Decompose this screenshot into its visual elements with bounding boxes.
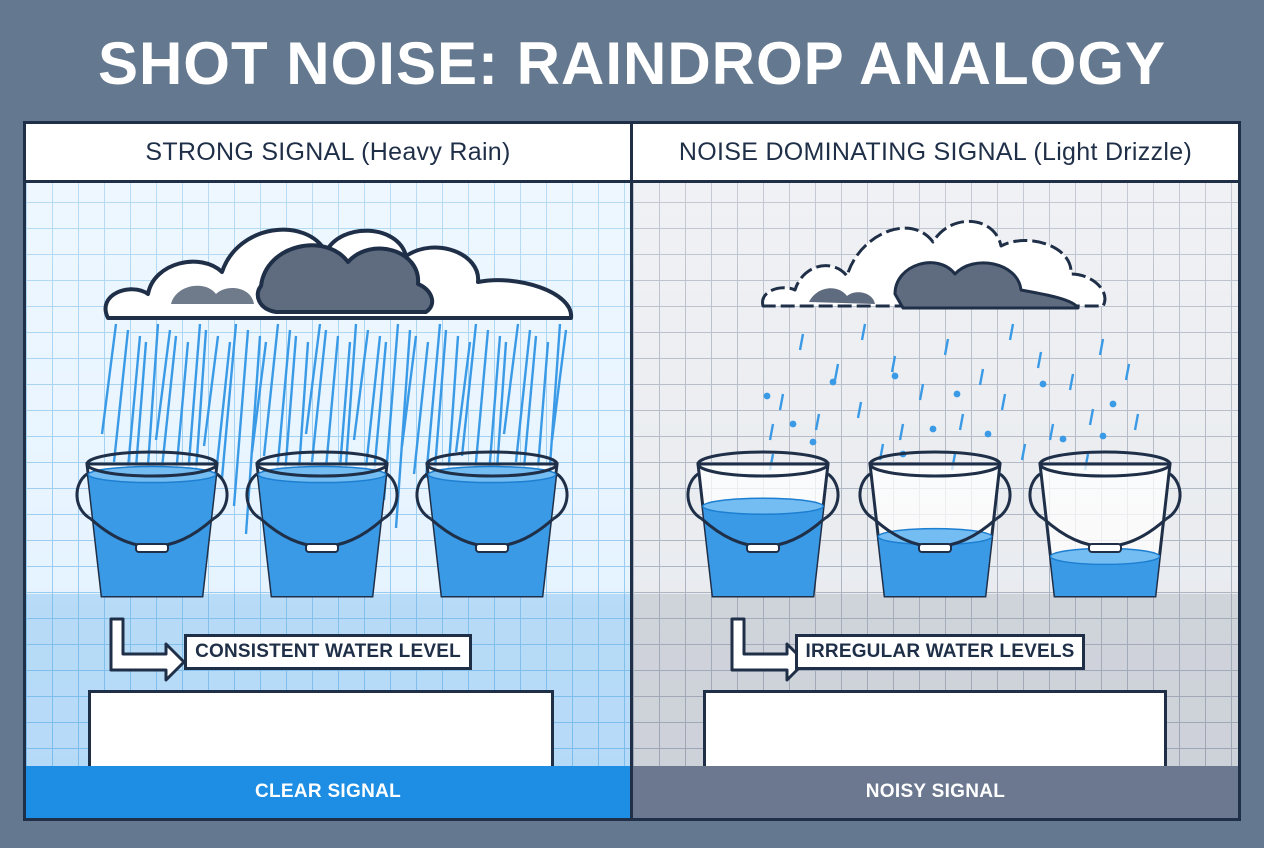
noisy-signal-label: NOISY SIGNAL — [633, 766, 1238, 818]
rain-streak — [214, 341, 232, 475]
drizzle-dash — [958, 413, 965, 431]
clear-signal-label: CLEAR SIGNAL — [26, 766, 630, 818]
rain-streak — [220, 323, 238, 479]
drizzle-dot — [984, 430, 992, 438]
drizzle-dash — [890, 355, 897, 373]
clear-signal-box — [88, 690, 554, 776]
panel-divider — [630, 124, 633, 818]
rain-streak — [262, 323, 280, 457]
cloud-icon — [761, 219, 1107, 310]
drizzle-dot — [1059, 435, 1067, 443]
corner-arrow-icon — [109, 617, 186, 682]
strong-signal-header: STRONG SIGNAL (Heavy Rain) — [26, 124, 630, 183]
bucket-icon — [245, 450, 399, 598]
bucket-icon — [1028, 450, 1182, 598]
rain-streak — [472, 329, 490, 485]
noise-panel: NOISE DOMINATING SIGNAL (Light Drizzle) … — [633, 124, 1238, 818]
drizzle-dash — [1133, 413, 1140, 431]
rain-streak — [454, 341, 472, 453]
drizzle-dot — [763, 392, 771, 400]
drizzle-dash — [943, 338, 950, 356]
drizzle-dot — [1099, 432, 1107, 440]
drizzle-dash — [1048, 423, 1055, 441]
rain-streak — [310, 329, 328, 463]
rain-streak — [250, 341, 268, 453]
heavy-rain-illustration — [75, 227, 574, 766]
drizzle-dash — [856, 401, 863, 419]
rain-streak — [202, 335, 220, 447]
cloud-icon — [103, 227, 574, 320]
drizzle-dash — [768, 423, 775, 441]
drizzle-dash — [1088, 408, 1095, 426]
drizzle-dot — [789, 420, 797, 428]
rain-streak — [304, 323, 322, 435]
rain-streak — [412, 341, 430, 475]
bucket-icon — [686, 450, 840, 598]
rain-streak — [274, 329, 292, 485]
consistent-level-caption: CONSISTENT WATER LEVEL — [184, 634, 472, 670]
rain-streak — [502, 323, 520, 435]
drizzle-dash — [860, 323, 867, 341]
bucket-icon — [858, 450, 1012, 598]
strong-signal-panel: STRONG SIGNAL (Heavy Rain) CONSISTENT WA… — [26, 124, 630, 818]
bucket-icon — [415, 450, 569, 598]
rain-streak — [460, 323, 478, 457]
drizzle-dot — [829, 378, 837, 386]
drizzle-dot — [891, 372, 899, 380]
rain-streak — [514, 329, 532, 463]
drizzle-dash — [778, 393, 785, 411]
rain-streak — [232, 329, 250, 507]
drizzle-dot — [929, 425, 937, 433]
noise-header: NOISE DOMINATING SIGNAL (Light Drizzle) — [633, 124, 1238, 183]
left-buckets — [75, 450, 569, 598]
right-buckets — [686, 450, 1182, 598]
rain-streak — [364, 335, 382, 469]
irregular-level-caption: IRREGULAR WATER LEVELS — [795, 634, 1085, 670]
drizzle-dash — [833, 363, 840, 381]
rain-streak — [112, 329, 130, 463]
drizzle-dash — [1036, 351, 1043, 369]
rain-streak — [400, 335, 418, 447]
rain-streak — [424, 323, 442, 479]
rain-streak — [154, 329, 172, 441]
light-drizzle-illustration — [686, 219, 1182, 760]
drizzle-dash — [918, 383, 925, 401]
drizzle-dash — [814, 413, 821, 431]
rain-streak — [160, 335, 178, 469]
drizzle-dot — [1039, 380, 1047, 388]
drizzle-dash — [1068, 373, 1075, 391]
rain-streak — [100, 323, 118, 435]
drizzle-dot — [953, 390, 961, 398]
drizzle-dash — [1020, 443, 1027, 461]
drizzle-dash — [798, 333, 805, 351]
drizzle-dot — [1109, 400, 1117, 408]
corner-arrow-icon — [730, 617, 807, 682]
drizzle-dash — [1124, 363, 1131, 381]
drizzle-dash — [898, 423, 905, 441]
drizzle-dash — [1008, 323, 1015, 341]
rain-streak — [550, 329, 568, 441]
noisy-signal-box — [703, 690, 1167, 776]
drizzle-dot — [809, 438, 817, 446]
drizzle-dash — [978, 368, 985, 386]
bucket-icon — [75, 450, 229, 598]
rain-streak — [352, 329, 370, 441]
drizzle-dash — [1098, 338, 1105, 356]
page-title: SHOT NOISE: RAINDROP ANALOGY — [97, 30, 1167, 97]
drizzle-dash — [1000, 393, 1007, 411]
drizzle-drops — [763, 323, 1140, 471]
